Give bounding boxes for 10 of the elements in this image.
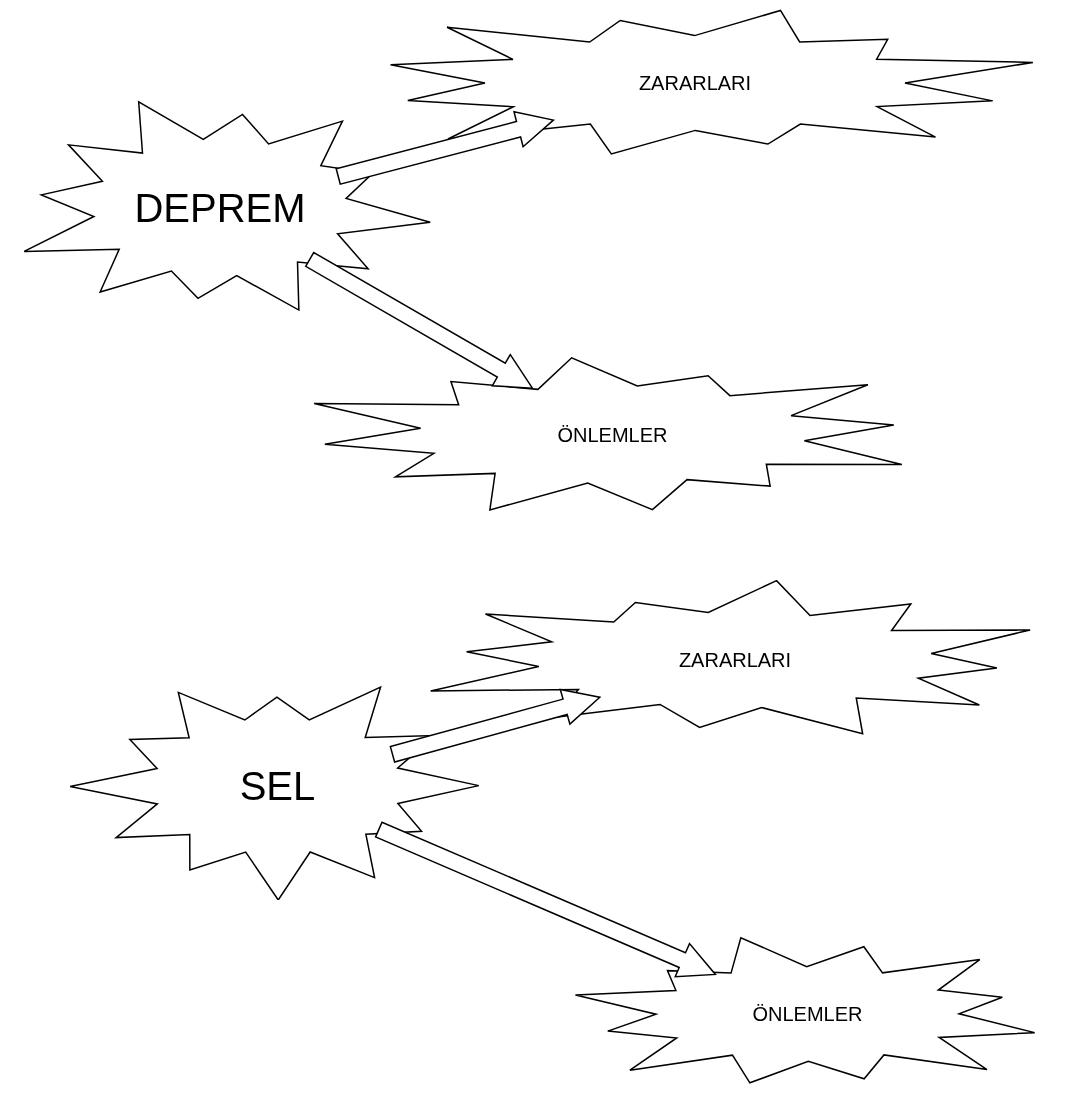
- block-arrow: [335, 110, 556, 186]
- block-arrow: [389, 688, 602, 763]
- node-label: ZARARLARI: [678, 648, 792, 673]
- node-label: DEPREM: [134, 184, 306, 232]
- block-arrow: [374, 821, 717, 978]
- node-label: SEL: [239, 763, 316, 810]
- block-arrow: [304, 251, 534, 390]
- node-label: ÖNLEMLER: [557, 422, 668, 448]
- node-label: ZARARLARI: [638, 71, 752, 96]
- node-label: ÖNLEMLER: [752, 1002, 863, 1027]
